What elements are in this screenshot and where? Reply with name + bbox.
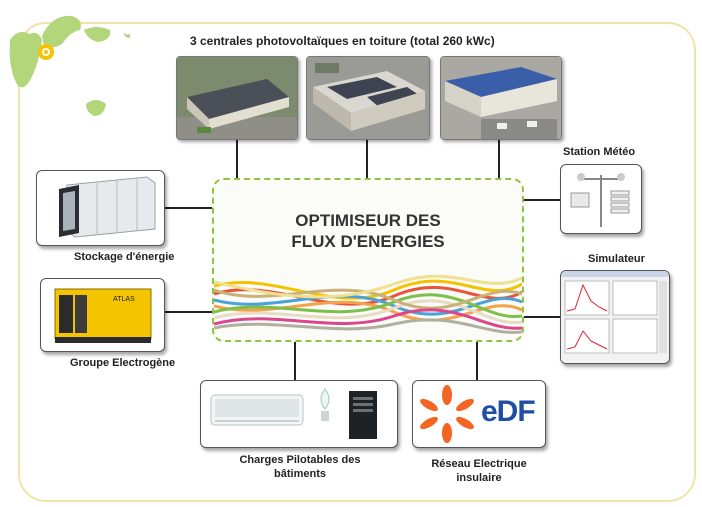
guadeloupe-map-icon <box>9 15 130 116</box>
connector-simulateur <box>520 316 560 318</box>
connector-pv3 <box>498 138 500 178</box>
connector-pv1 <box>236 138 238 178</box>
reseau-label-line2: insulaire <box>456 472 502 484</box>
weather-station-icon <box>560 164 642 234</box>
connector-reseau <box>476 338 478 380</box>
reseau-label-line1: Réseau Electrique <box>431 458 527 470</box>
simulateur-label: Simulateur <box>588 253 645 265</box>
connector-groupe <box>163 311 212 313</box>
rooftop-pv-photo-2 <box>306 56 430 140</box>
edf-logo-text: eDF <box>481 395 536 428</box>
controllable-loads-box <box>200 380 398 448</box>
groupe-label: Groupe Electrogène <box>70 357 176 369</box>
connector-charges <box>294 338 296 380</box>
charges-label: Charges Pilotables des bâtiments <box>225 454 375 480</box>
optimizer-title: OPTIMISEUR DES FLUX D'ENERGIES <box>214 210 522 252</box>
lamp-icon <box>320 388 330 421</box>
generator-brand: ATLAS <box>113 296 135 303</box>
simulator-screenshot-icon <box>560 270 670 364</box>
rooftop-pv-photo-3 <box>440 56 562 140</box>
connector-pv2 <box>366 138 368 178</box>
server-icon <box>349 391 377 439</box>
pv-plants-title: 3 centrales photovoltaïques en toiture (… <box>190 34 495 48</box>
outer-frame <box>18 22 696 502</box>
reseau-label: Réseau Electrique insulaire <box>418 458 540 484</box>
optimizer-title-line1: OPTIMISEUR DES <box>295 211 441 230</box>
charges-label-line1: Charges Pilotables des <box>239 454 361 466</box>
connector-meteo <box>520 199 560 201</box>
air-conditioner-icon <box>210 394 304 426</box>
optimizer-box: OPTIMISEUR DES FLUX D'ENERGIES <box>212 178 524 342</box>
edf-logo-icon: eDF <box>412 380 546 448</box>
generator-icon: ATLAS <box>40 278 165 352</box>
optimizer-title-line2: FLUX D'ENERGIES <box>291 232 445 251</box>
battery-container-icon <box>36 170 165 246</box>
meteo-label: Station Météo <box>563 146 636 158</box>
charges-label-line2: bâtiments <box>274 468 326 480</box>
rooftop-pv-photo-1 <box>176 56 298 140</box>
connector-stockage <box>163 207 212 209</box>
cable-bundle-icon <box>214 274 522 334</box>
stockage-label: Stockage d'énergie <box>74 251 175 263</box>
